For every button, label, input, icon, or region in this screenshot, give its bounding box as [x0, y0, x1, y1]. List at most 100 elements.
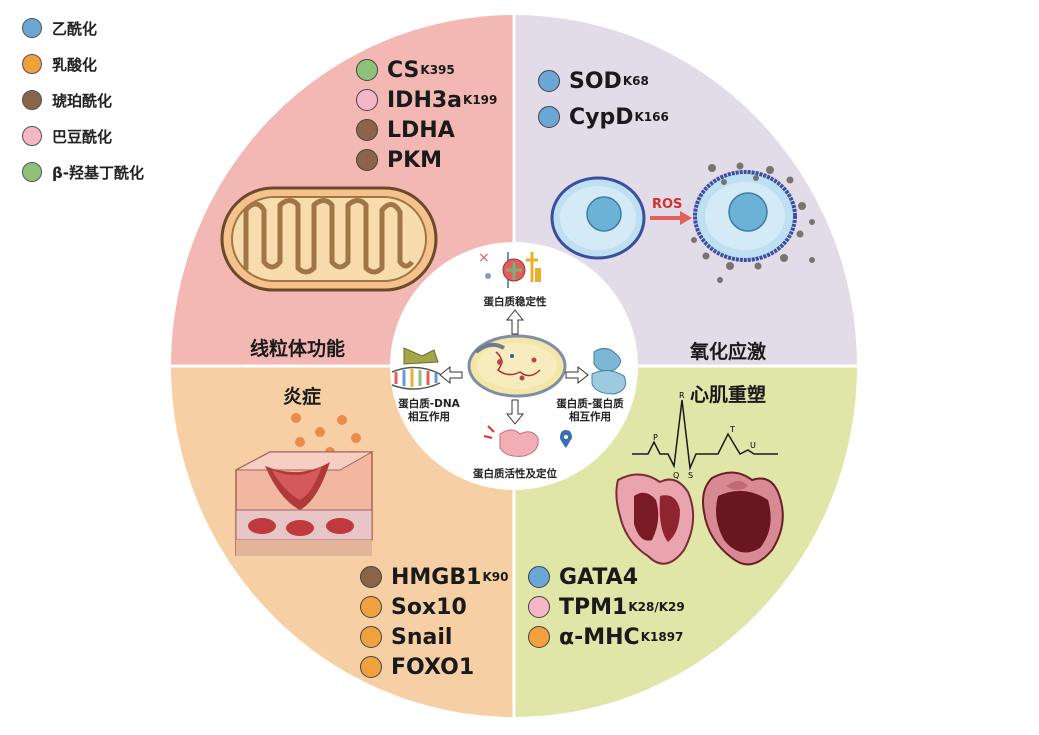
protein-name: Snail [391, 624, 453, 650]
tissue-inflammation-icon [235, 413, 374, 556]
protein-name: SOD [569, 68, 622, 94]
legend: 乙酰化 乳酸化 琥珀酰化 巴豆酰化 β-羟基丁酰化 [22, 10, 144, 190]
modification-dot [356, 89, 378, 111]
protein-item: LDHA [356, 115, 497, 145]
legend-item-succinylation: 琥珀酰化 [22, 82, 144, 118]
protein-name: GATA4 [559, 564, 639, 590]
cell-normal-icon [550, 176, 646, 260]
legend-item-acetylation: 乙酰化 [22, 10, 144, 46]
legend-label: 巴豆酰化 [52, 127, 113, 146]
legend-dot [22, 54, 42, 74]
center-label-protein-dna: 蛋白质-DNA 相互作用 [384, 398, 474, 424]
quadrant-title-oxidative: 氧化应激 [690, 341, 767, 363]
modification-dot [356, 119, 378, 141]
center-label-stability: 蛋白质稳定性 [483, 296, 547, 308]
protein-item: PKM [356, 145, 497, 175]
modification-dot [528, 626, 550, 648]
protein-name: IDH3a [387, 87, 463, 113]
protein-site: K1897 [640, 630, 684, 644]
protein-item: GATA4 [528, 562, 685, 592]
legend-item-crotonylation: 巴豆酰化 [22, 118, 144, 154]
legend-item-hydroxybutyrylation: β-羟基丁酰化 [22, 154, 144, 190]
arrow-left-icon [439, 365, 463, 385]
modification-dot [528, 596, 550, 618]
arrow-down-icon [505, 399, 525, 425]
center-label-activity: 蛋白质活性及定位 [473, 468, 557, 480]
protein-item: Sox10 [360, 592, 508, 622]
protein-name: FOXO1 [391, 654, 475, 680]
protein-name: CS [387, 57, 420, 83]
ecg-label-p: P [653, 433, 658, 442]
protein-name: α-MHC [559, 624, 640, 650]
legend-dot [22, 18, 42, 38]
ros-label: ROS [652, 197, 682, 212]
legend-item-lactylation: 乳酸化 [22, 46, 144, 82]
modification-dot [356, 149, 378, 171]
cell-stressed-icon [691, 162, 815, 283]
protein-site: K395 [420, 63, 455, 77]
protein-name: CypD [569, 104, 634, 130]
protein-item: FOXO1 [360, 652, 508, 682]
protein-name: HMGB1 [391, 564, 482, 590]
ecg-label-t: T [729, 425, 735, 434]
arrow-right-icon [565, 365, 589, 385]
protein-site: K68 [622, 74, 649, 88]
protein-site: K90 [482, 570, 509, 584]
modification-dot [528, 566, 550, 588]
modification-dot [538, 70, 560, 92]
ecg-label-q: Q [673, 471, 679, 480]
modification-dot [538, 106, 560, 128]
legend-label: β-羟基丁酰化 [52, 163, 144, 182]
legend-dot [22, 162, 42, 182]
ecg-label-u: U [750, 441, 756, 450]
protein-site: K28/K29 [628, 600, 685, 614]
modification-dot [360, 626, 382, 648]
protein-activity-icon [483, 425, 572, 457]
modification-dot [356, 59, 378, 81]
quadrant-title-mito: 线粒体功能 [250, 338, 346, 360]
center-label-line: 蛋白质-蛋白质 [556, 398, 624, 410]
legend-dot [22, 126, 42, 146]
protein-name: TPM1 [559, 594, 628, 620]
ecg-label-s: S [688, 471, 693, 480]
protein-protein-icon [591, 348, 627, 395]
protein-item: Snail [360, 622, 508, 652]
legend-label: 乳酸化 [52, 55, 98, 74]
arrow-ros-icon [650, 211, 692, 225]
legend-dot [22, 90, 42, 110]
protein-stability-icon: × [478, 250, 541, 288]
arrow-up-icon [505, 309, 525, 335]
ecg-label-r: R [679, 391, 685, 400]
modification-dot [360, 566, 382, 588]
protein-name: PKM [387, 147, 443, 173]
heart-normal-icon [615, 473, 695, 565]
heart-remodeled-icon [702, 471, 784, 566]
center-label-line: 蛋白质-DNA [398, 398, 460, 410]
center-label-line: 相互作用 [569, 411, 611, 423]
modification-dot [360, 656, 382, 678]
svg-text:×: × [478, 250, 490, 266]
legend-label: 乙酰化 [52, 19, 98, 38]
protein-name: Sox10 [391, 594, 467, 620]
protein-site: K166 [634, 110, 669, 124]
center-label-protein-protein: 蛋白质-蛋白质 相互作用 [544, 398, 636, 424]
protein-site: K199 [463, 93, 498, 107]
legend-label: 琥珀酰化 [52, 91, 113, 110]
protein-name: LDHA [387, 117, 455, 143]
modification-dot [360, 596, 382, 618]
quadrant-title-remodeling: 心肌重塑 [690, 384, 767, 406]
ecg-trace-icon: P R Q S T U [632, 391, 778, 480]
center-label-line: 相互作用 [408, 411, 450, 423]
